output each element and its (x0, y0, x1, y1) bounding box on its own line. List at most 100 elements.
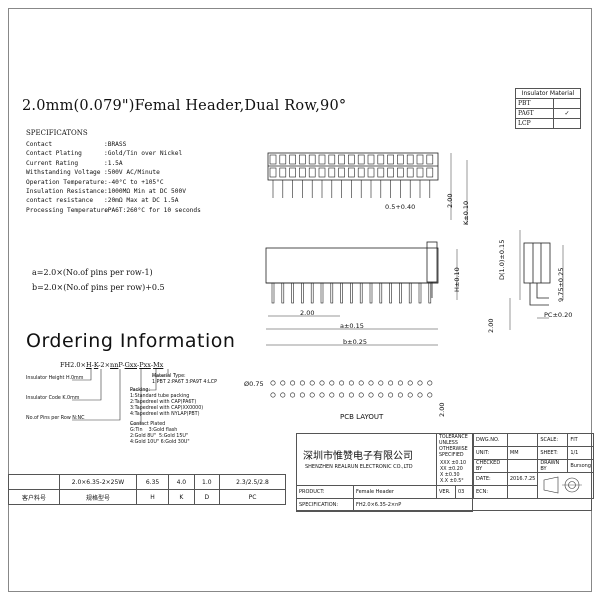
ecn-value (506, 485, 539, 499)
top-view-pin-cell (328, 154, 336, 165)
pcb-hole (358, 380, 364, 386)
top-view-pin-cell (299, 167, 306, 178)
note-insulator-height: Insulator Height H.0mm (26, 376, 84, 381)
pcb-hole (378, 392, 384, 398)
pcb-hole (427, 392, 433, 398)
header-pc: PC (219, 489, 286, 505)
note-material-type: Material Type: 1:PBT 2:PA6T 3:PA9T 4:LCP (152, 374, 217, 385)
note-pins-per-row: No.of Pins per Row N:NC (26, 416, 85, 421)
company-block: 深圳市惟赞电子有限公司 SHENZHEN REALRUN ELECTRONIC … (297, 434, 437, 486)
spec-row: contact resistance :20mΩ Max at DC 1.5A (26, 197, 179, 205)
spec-value: :Gold/Tin over Nickel (104, 150, 183, 158)
spec-model-cell: 2.0×6.35-2×25W (59, 474, 137, 490)
projection-symbol-cell (537, 472, 594, 499)
unit-label: UNIT: (473, 446, 508, 460)
spec-value: :20mΩ Max at DC 1.5A (104, 197, 179, 205)
dim-pcb-2.00: 2.00 (438, 402, 446, 417)
code-dash: - (137, 361, 140, 369)
front-view-pin (330, 282, 334, 304)
header-d: D (193, 489, 221, 505)
front-view-pin (320, 282, 324, 304)
spec-value: :500V AC/Minute (104, 169, 160, 177)
date-label: DATE: (473, 472, 508, 486)
spec-label: Insulation Resistance (26, 188, 105, 195)
spec-label: Contact (26, 141, 53, 148)
spec-row: Withstanding Voltage:500V AC/Minute (26, 169, 160, 176)
pcb-hole (368, 380, 374, 386)
dwg-no-value (506, 433, 539, 447)
spec-row: Contact Plating:Gold/Tin over Nickel (26, 150, 182, 157)
spec-row: Current Rating:1.5A (26, 160, 123, 167)
front-view-pin (291, 282, 294, 304)
spec-value: :1.5A (104, 159, 123, 167)
top-view-pin-cell (299, 154, 306, 165)
pcb-hole (368, 392, 374, 398)
pcb-hole (299, 392, 305, 398)
pcb-hole (339, 392, 345, 398)
top-view-pin-cell (387, 154, 394, 165)
top-view-pin-cell (338, 154, 345, 165)
drawing-title: 2.0mm(0.079")Femal Header,Dual Row,90° (22, 98, 347, 114)
code-nn: nn (110, 361, 119, 369)
header-h: H (135, 489, 170, 505)
code-rest: -2× (98, 361, 111, 369)
top-view-pin-cell (308, 154, 316, 165)
pcb-hole (407, 392, 413, 398)
ordering-part-code: FH2.0×H-K-2×nnP-Gxx-Pxx-Mx (60, 361, 163, 369)
code-prefix: FH2.0× (60, 361, 86, 369)
top-view-pin-cell (338, 167, 345, 178)
top-view-pin-cell (377, 167, 385, 178)
pcb-hole (290, 392, 296, 398)
top-view-pin-cell (318, 167, 326, 178)
pc-cell: 2.3/2.5/2.8 (219, 474, 286, 490)
dim-top-2.00: 2.00 (446, 193, 454, 208)
spec-label: Operation Temperature (26, 178, 105, 186)
front-view-pin (301, 282, 304, 304)
pcb-hole (417, 392, 423, 398)
pcb-layout-label: PCB LAYOUT (340, 413, 384, 421)
pcb-hole (378, 380, 384, 386)
code-g: Gxx (124, 361, 138, 369)
top-view-pin-cell (318, 154, 326, 165)
pcb-hole (417, 380, 423, 386)
drawn-by-label: DRAWN BY (537, 459, 569, 473)
pcb-hole (407, 380, 413, 386)
top-view-pin-cell (269, 154, 277, 165)
top-view-pin-cell (279, 154, 287, 165)
pcb-hole (348, 380, 354, 386)
front-view-pin (340, 282, 343, 304)
product-spec-table: PRODUCT: Female Header VER. 03 SPECIFICA… (296, 485, 473, 512)
pcb-hole (427, 380, 433, 386)
code-sep: - (91, 361, 94, 369)
front-view-pin (389, 282, 392, 304)
pcb-hole (358, 392, 364, 398)
tolerance-label: TOLERANCE UNLESS OTHERWISE SPECIFIED (439, 435, 468, 458)
sheet-label: SHEET: (537, 446, 569, 460)
front-view-pin (399, 282, 402, 304)
top-view-pin-cell (377, 154, 385, 165)
top-view-pin-cell (348, 154, 355, 165)
dim-side-2.00: 2.00 (487, 318, 495, 333)
ordering-heading: Ordering Information (26, 330, 236, 352)
scale-value: FIT (567, 433, 594, 447)
top-view-pin-cell (426, 154, 434, 165)
title-info-table: DWG.NO. SCALE: FIT UNIT: MM SHEET: 1/1 C… (473, 433, 594, 499)
dim-a: a±0.15 (340, 322, 364, 330)
tolerance-row: XXX ±0.10 (440, 461, 467, 466)
front-view (265, 247, 439, 284)
front-view-pin (379, 282, 383, 304)
header-customer-part: 客户料号 (8, 489, 60, 505)
tolerance-row: X.X ±0.5° (440, 479, 464, 484)
tolerance-block: TOLERANCE UNLESS OTHERWISE SPECIFIED XXX… (437, 434, 473, 486)
top-view-pin-cell (348, 167, 355, 178)
pcb-hole (397, 392, 403, 398)
header-spec-model: 规格型号 (59, 489, 137, 505)
front-view-pin (428, 282, 432, 304)
checked-by-value (506, 459, 539, 473)
unit-value: MM (506, 446, 539, 460)
spec-label: contact resistance (26, 197, 94, 205)
material-check (553, 118, 581, 129)
company-name-cn: 深圳市惟赞电子有限公司 (303, 451, 413, 462)
pcb-hole (339, 380, 345, 386)
pcb-hole (270, 392, 276, 398)
